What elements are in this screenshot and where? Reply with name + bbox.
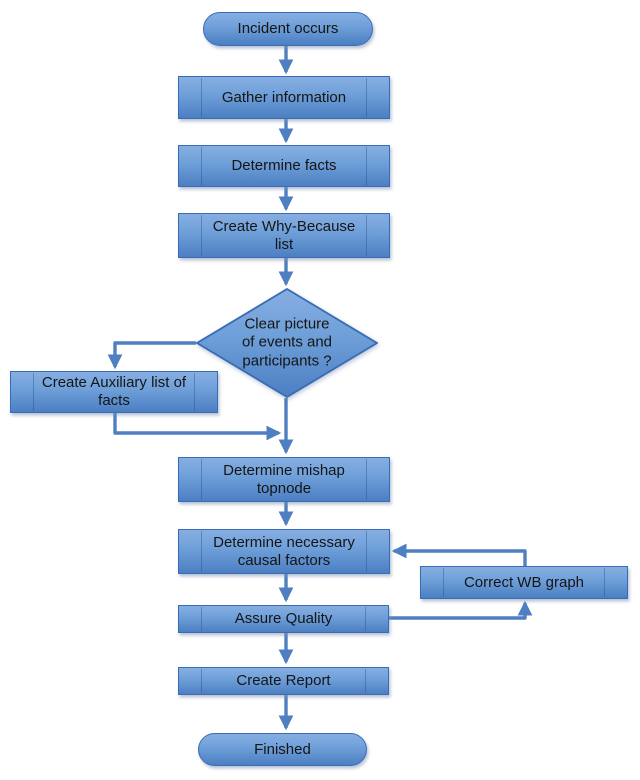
- node-label: Determine mishap topnode: [223, 461, 345, 497]
- node-gather-information: Gather information: [178, 76, 390, 119]
- node-label: Gather information: [221, 88, 347, 106]
- node-determine-facts: Determine facts: [178, 145, 390, 187]
- decision-diamond-shape: [196, 288, 378, 398]
- node-label: Correct WB graph: [463, 573, 585, 591]
- node-label: Determine facts: [231, 157, 337, 175]
- node-label: Incident occurs: [237, 20, 339, 38]
- node-determine-causal-factors: Determine necessary causal factors: [178, 529, 390, 574]
- node-label: Create Auxiliary list of facts: [41, 374, 187, 409]
- node-create-report: Create Report: [178, 667, 389, 695]
- node-label: Assure Quality: [234, 610, 333, 628]
- node-create-why-because-list: Create Why-Because list: [178, 213, 390, 258]
- node-label: Finished: [254, 740, 311, 758]
- node-incident-occurs: Incident occurs: [203, 12, 373, 46]
- node-finished: Finished: [198, 733, 367, 766]
- node-assure-quality: Assure Quality: [178, 605, 389, 633]
- node-label: Determine necessary causal factors: [213, 533, 355, 569]
- connector-decision-to-aux: [107, 341, 196, 370]
- node-label: Create Why-Because list: [212, 217, 356, 253]
- node-label: Create Report: [236, 672, 331, 690]
- node-create-auxiliary-list: Create Auxiliary list of facts: [10, 371, 218, 413]
- node-determine-mishap-topnode: Determine mishap topnode: [178, 457, 390, 502]
- connector-correct-to-causal: [391, 543, 527, 566]
- connector-aux-to-merge: [113, 413, 282, 441]
- node-correct-wb-graph: Correct WB graph: [420, 566, 628, 599]
- node-label: Clear picture of events and participants…: [241, 315, 333, 370]
- connector-quality-to-correct: [389, 600, 533, 620]
- node-decision-clear-picture: Clear picture of events and participants…: [196, 288, 378, 398]
